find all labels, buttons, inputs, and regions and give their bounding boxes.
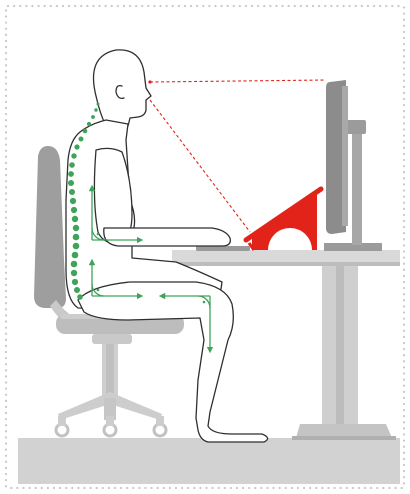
floor [18,438,400,484]
desk-foot [296,424,392,438]
keyboard [196,246,250,251]
laptop-stand [246,189,321,250]
monitor-stand-arm [352,125,362,245]
monitor [324,80,382,251]
chair-backrest [34,146,66,308]
person-forearm [104,228,231,246]
person-head [94,50,152,126]
